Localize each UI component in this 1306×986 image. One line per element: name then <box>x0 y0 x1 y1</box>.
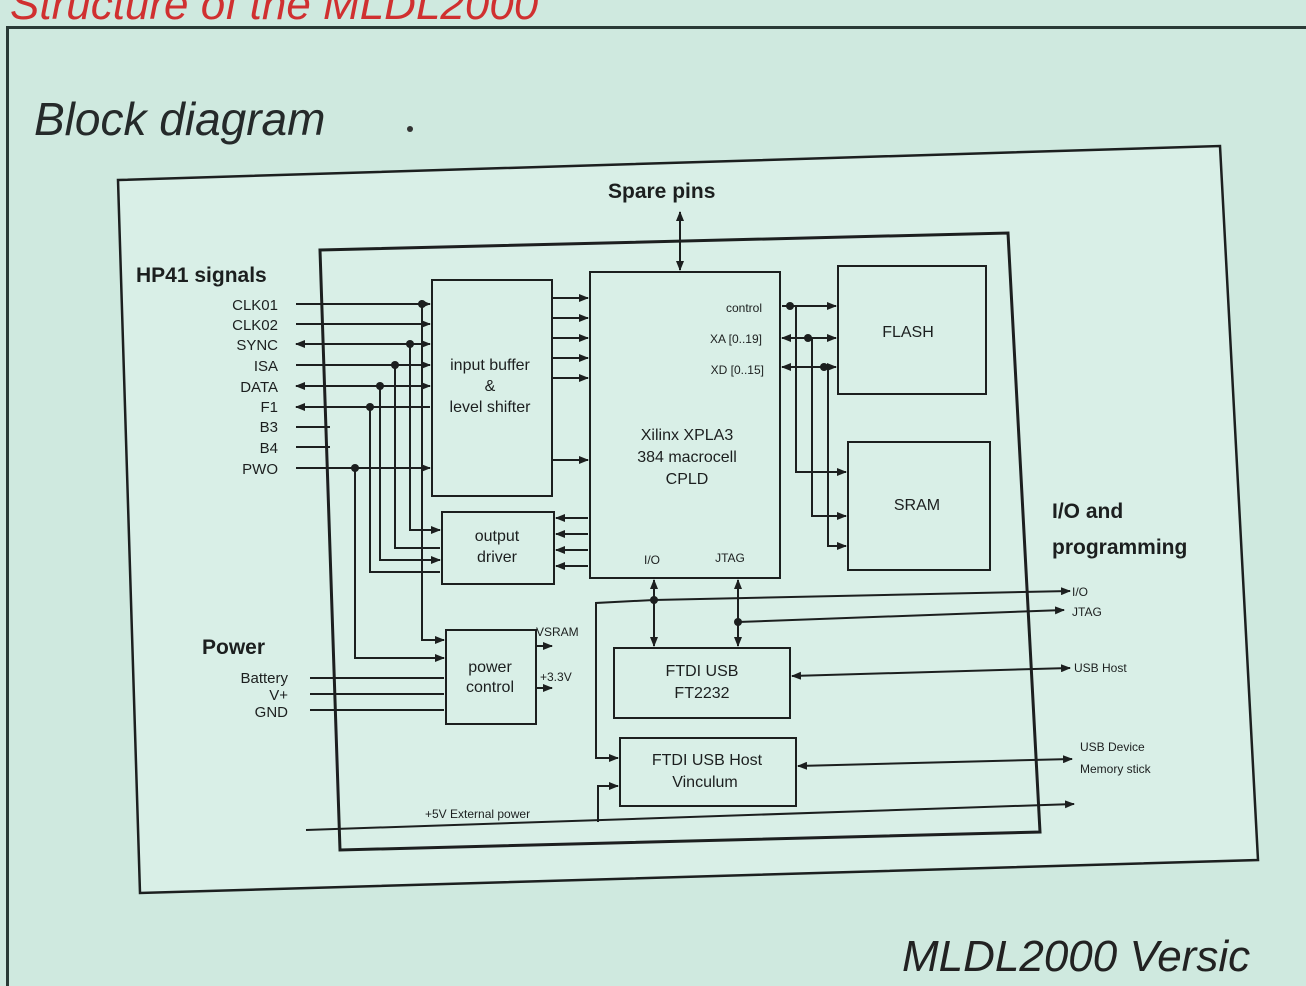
power-label: Power <box>202 636 265 659</box>
io-programming-label-1: I/O and <box>1052 500 1123 523</box>
rail-vsram: VSRAM <box>536 625 579 639</box>
signal-isa: ISA <box>254 358 278 375</box>
ftdi-host-line2: Vinculum <box>672 774 738 791</box>
output-driver-line1: output <box>475 528 520 545</box>
power-control-line2: control <box>466 679 514 696</box>
input-buffer-line1: input buffer <box>450 357 530 374</box>
input-buffer-line3: level shifter <box>450 399 532 416</box>
input-buffer-line2: & <box>485 378 496 395</box>
ftdi-usb-line1: FTDI USB <box>666 663 739 680</box>
rail-3v3: +3.3V <box>540 670 572 684</box>
slide-footer: MLDL2000 Versic <box>902 932 1251 981</box>
signal-clk02: CLK02 <box>232 317 278 334</box>
hp41-signals-label: HP41 signals <box>136 264 267 287</box>
slide-heading: Block diagram <box>34 93 326 145</box>
cpld-block <box>589 271 781 579</box>
spare-pins-label: Spare pins <box>608 180 715 203</box>
flash-label: FLASH <box>882 324 934 341</box>
power-battery: Battery <box>240 670 288 687</box>
slide-frame <box>6 26 1306 986</box>
flash-block <box>837 265 987 395</box>
rail-ext-power: +5V External power <box>425 807 530 821</box>
signal-sync: SYNC <box>236 337 278 354</box>
cpld-line3: CPLD <box>666 471 709 488</box>
cpld-pin-jtag: JTAG <box>715 551 745 565</box>
cpld-pin-xa: XA [0..19] <box>710 332 762 346</box>
cpld-line1: Xilinx XPLA3 <box>641 427 734 444</box>
slide-title: Structure of the MLDL2000 <box>10 0 539 29</box>
diagram-outer-frame <box>116 144 1260 895</box>
io-programming-label-2: programming <box>1052 536 1187 559</box>
signal-data: DATA <box>240 379 278 396</box>
power-gnd: GND <box>255 704 289 721</box>
usb-device-label: USB Device <box>1080 740 1145 754</box>
ftdi-host-line1: FTDI USB Host <box>652 752 763 769</box>
io-out-label: I/O <box>1072 585 1088 599</box>
input-buffer-block <box>431 279 553 497</box>
power-control-block <box>445 629 537 725</box>
power-vplus: V+ <box>269 687 288 704</box>
signal-f1: F1 <box>260 399 278 416</box>
memory-stick-label: Memory stick <box>1080 762 1152 776</box>
ftdi-usb-block <box>613 647 791 719</box>
ftdi-host-block <box>619 737 797 807</box>
signal-b4: B4 <box>260 440 278 457</box>
cpld-pin-xd: XD [0..15] <box>711 363 764 377</box>
power-control-line1: power <box>468 659 512 676</box>
output-driver-line2: driver <box>477 549 518 566</box>
signal-b3: B3 <box>260 419 278 436</box>
cpld-pin-io: I/O <box>644 553 660 567</box>
cursor-dot <box>407 126 413 132</box>
cpld-line2: 384 macrocell <box>637 449 737 466</box>
cpld-pin-control: control <box>726 301 762 315</box>
sram-block <box>847 441 991 571</box>
board-frame <box>318 231 1042 852</box>
jtag-out-label: JTAG <box>1072 605 1102 619</box>
sram-label: SRAM <box>894 497 940 514</box>
usb-host-label: USB Host <box>1074 661 1127 675</box>
output-driver-block <box>441 511 555 585</box>
signal-pwo: PWO <box>242 461 278 478</box>
ftdi-usb-line2: FT2232 <box>674 685 729 702</box>
signal-clk01: CLK01 <box>232 297 278 314</box>
